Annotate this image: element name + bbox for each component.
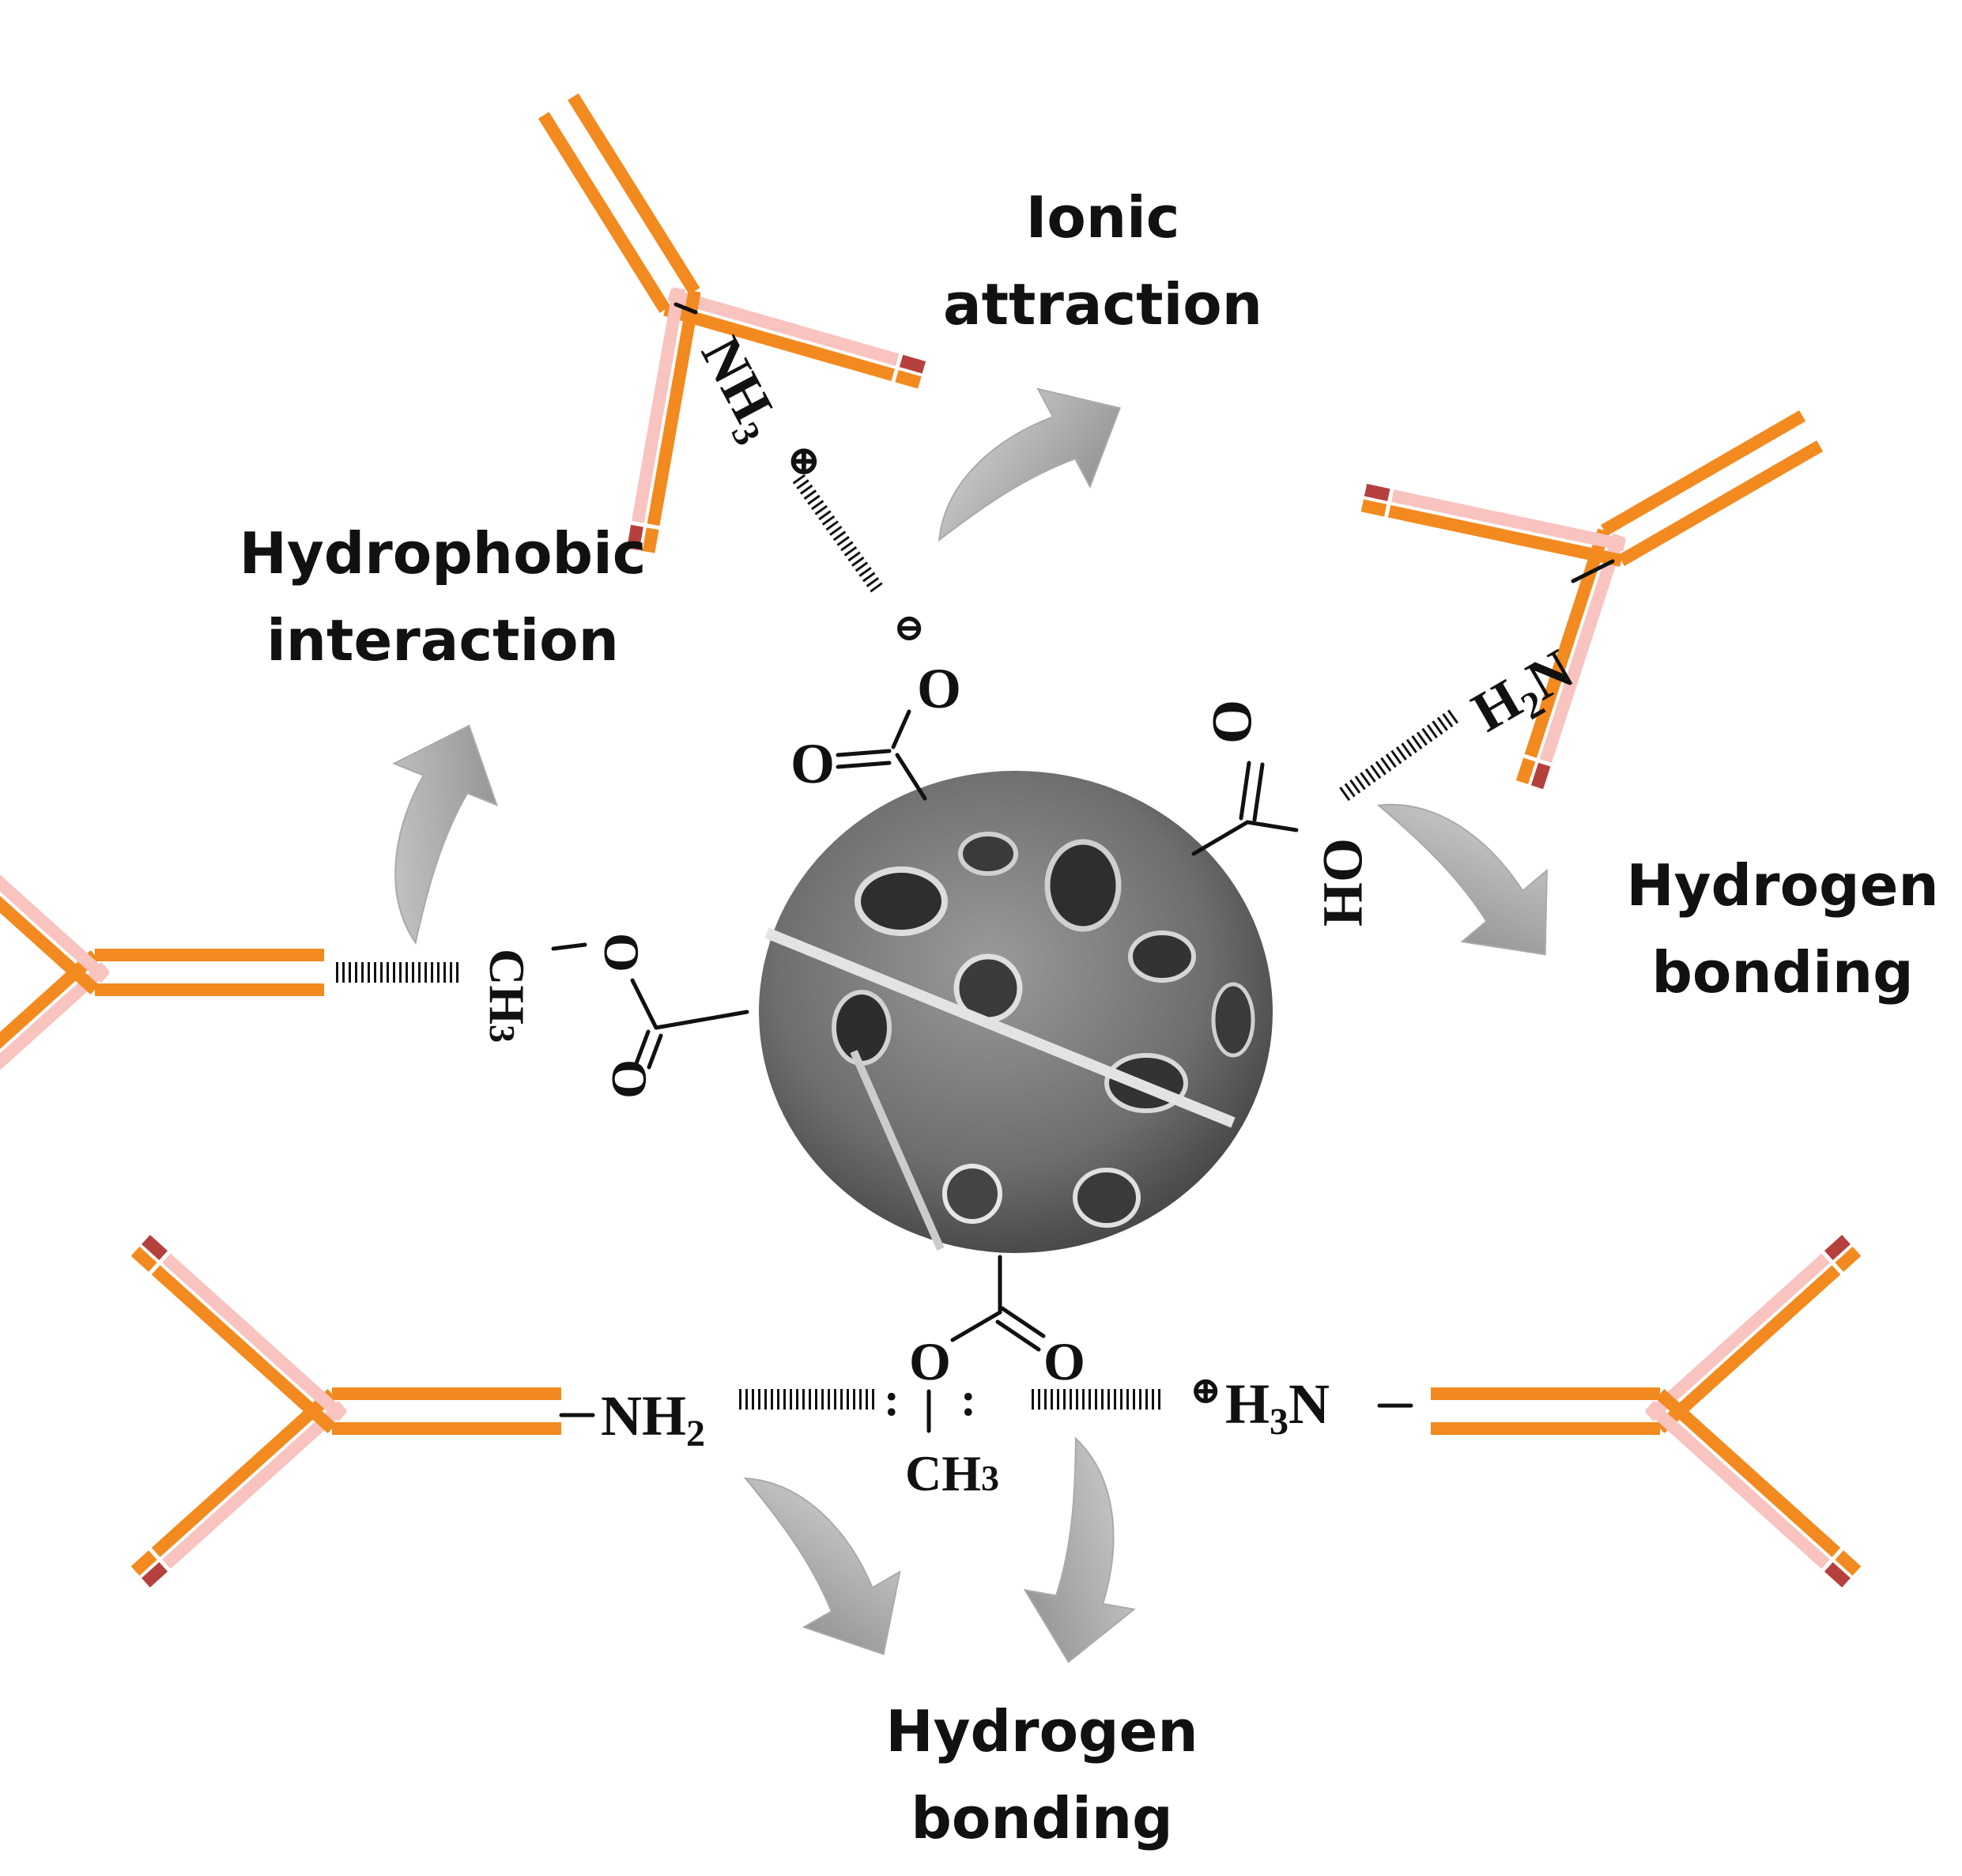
hbond-dash-top	[792, 474, 884, 594]
svg-text:O: O	[917, 657, 961, 720]
hydrophobic-interaction-label: Hydrophobic interaction	[240, 520, 647, 674]
svg-text:NH2: NH2	[601, 1384, 705, 1455]
antibody-left	[0, 796, 324, 1149]
carboxyl-right: O OH	[1191, 700, 1375, 927]
svg-text:O: O	[909, 1331, 951, 1391]
nh2-bottom: NH2	[559, 1384, 705, 1455]
hbond-dash-right	[1339, 708, 1459, 802]
antibody-bottom-left	[131, 1235, 561, 1587]
svg-text:interaction: interaction	[266, 607, 619, 674]
svg-text:H3N: H3N	[1225, 1372, 1330, 1443]
svg-text:bonding: bonding	[1651, 939, 1913, 1006]
svg-text::: :	[884, 1373, 900, 1425]
hydrogen-bonding-right-label: Hydrogen bonding	[1626, 852, 1938, 1006]
svg-text:O: O	[1043, 1331, 1085, 1391]
carboxylate-top: ⊖ O O	[790, 607, 961, 801]
svg-text:O: O	[1201, 700, 1264, 744]
hydrogen-bonding-bottom-label: Hydrogen bonding	[885, 1698, 1198, 1851]
hbond-bottom-right-arrow	[1013, 1433, 1163, 1673]
svg-text:CH3: CH3	[905, 1445, 999, 1501]
svg-text:O: O	[602, 1059, 658, 1099]
ester-bottom: O O : : CH3	[884, 1255, 1085, 1501]
hbond-bottom-left-arrow	[724, 1434, 933, 1683]
antibody-bottom-right	[1431, 1235, 1861, 1587]
ionic-attraction-arrow	[897, 358, 1147, 562]
svg-text:Hydrophobic: Hydrophobic	[240, 520, 647, 587]
ionic-attraction-label: Ionic attraction	[943, 184, 1262, 338]
svg-text:attraction: attraction	[943, 271, 1262, 338]
hbond-right-arrow	[1360, 748, 1589, 991]
hydrophobic-arrow	[334, 704, 522, 953]
svg-text:O: O	[594, 933, 650, 972]
svg-text::: :	[960, 1373, 976, 1425]
svg-text:O: O	[790, 732, 835, 795]
ester-left: CH3 O O	[479, 933, 749, 1099]
antibody-right	[1350, 278, 1899, 798]
svg-text:bonding: bonding	[911, 1785, 1172, 1851]
h3n-plus-bottom: ⊕ H3N	[1190, 1370, 1413, 1443]
antibody-top	[409, 13, 936, 564]
svg-text:⊕: ⊕	[1190, 1370, 1221, 1412]
svg-text:Hydrogen: Hydrogen	[885, 1698, 1198, 1765]
svg-text:OH: OH	[1311, 838, 1375, 927]
svg-text:Ionic: Ionic	[1026, 184, 1180, 251]
porous-particle	[759, 771, 1273, 1253]
svg-text:CH3: CH3	[479, 949, 535, 1043]
svg-text:Hydrogen: Hydrogen	[1626, 852, 1938, 919]
svg-text:⊖: ⊖	[893, 607, 925, 649]
